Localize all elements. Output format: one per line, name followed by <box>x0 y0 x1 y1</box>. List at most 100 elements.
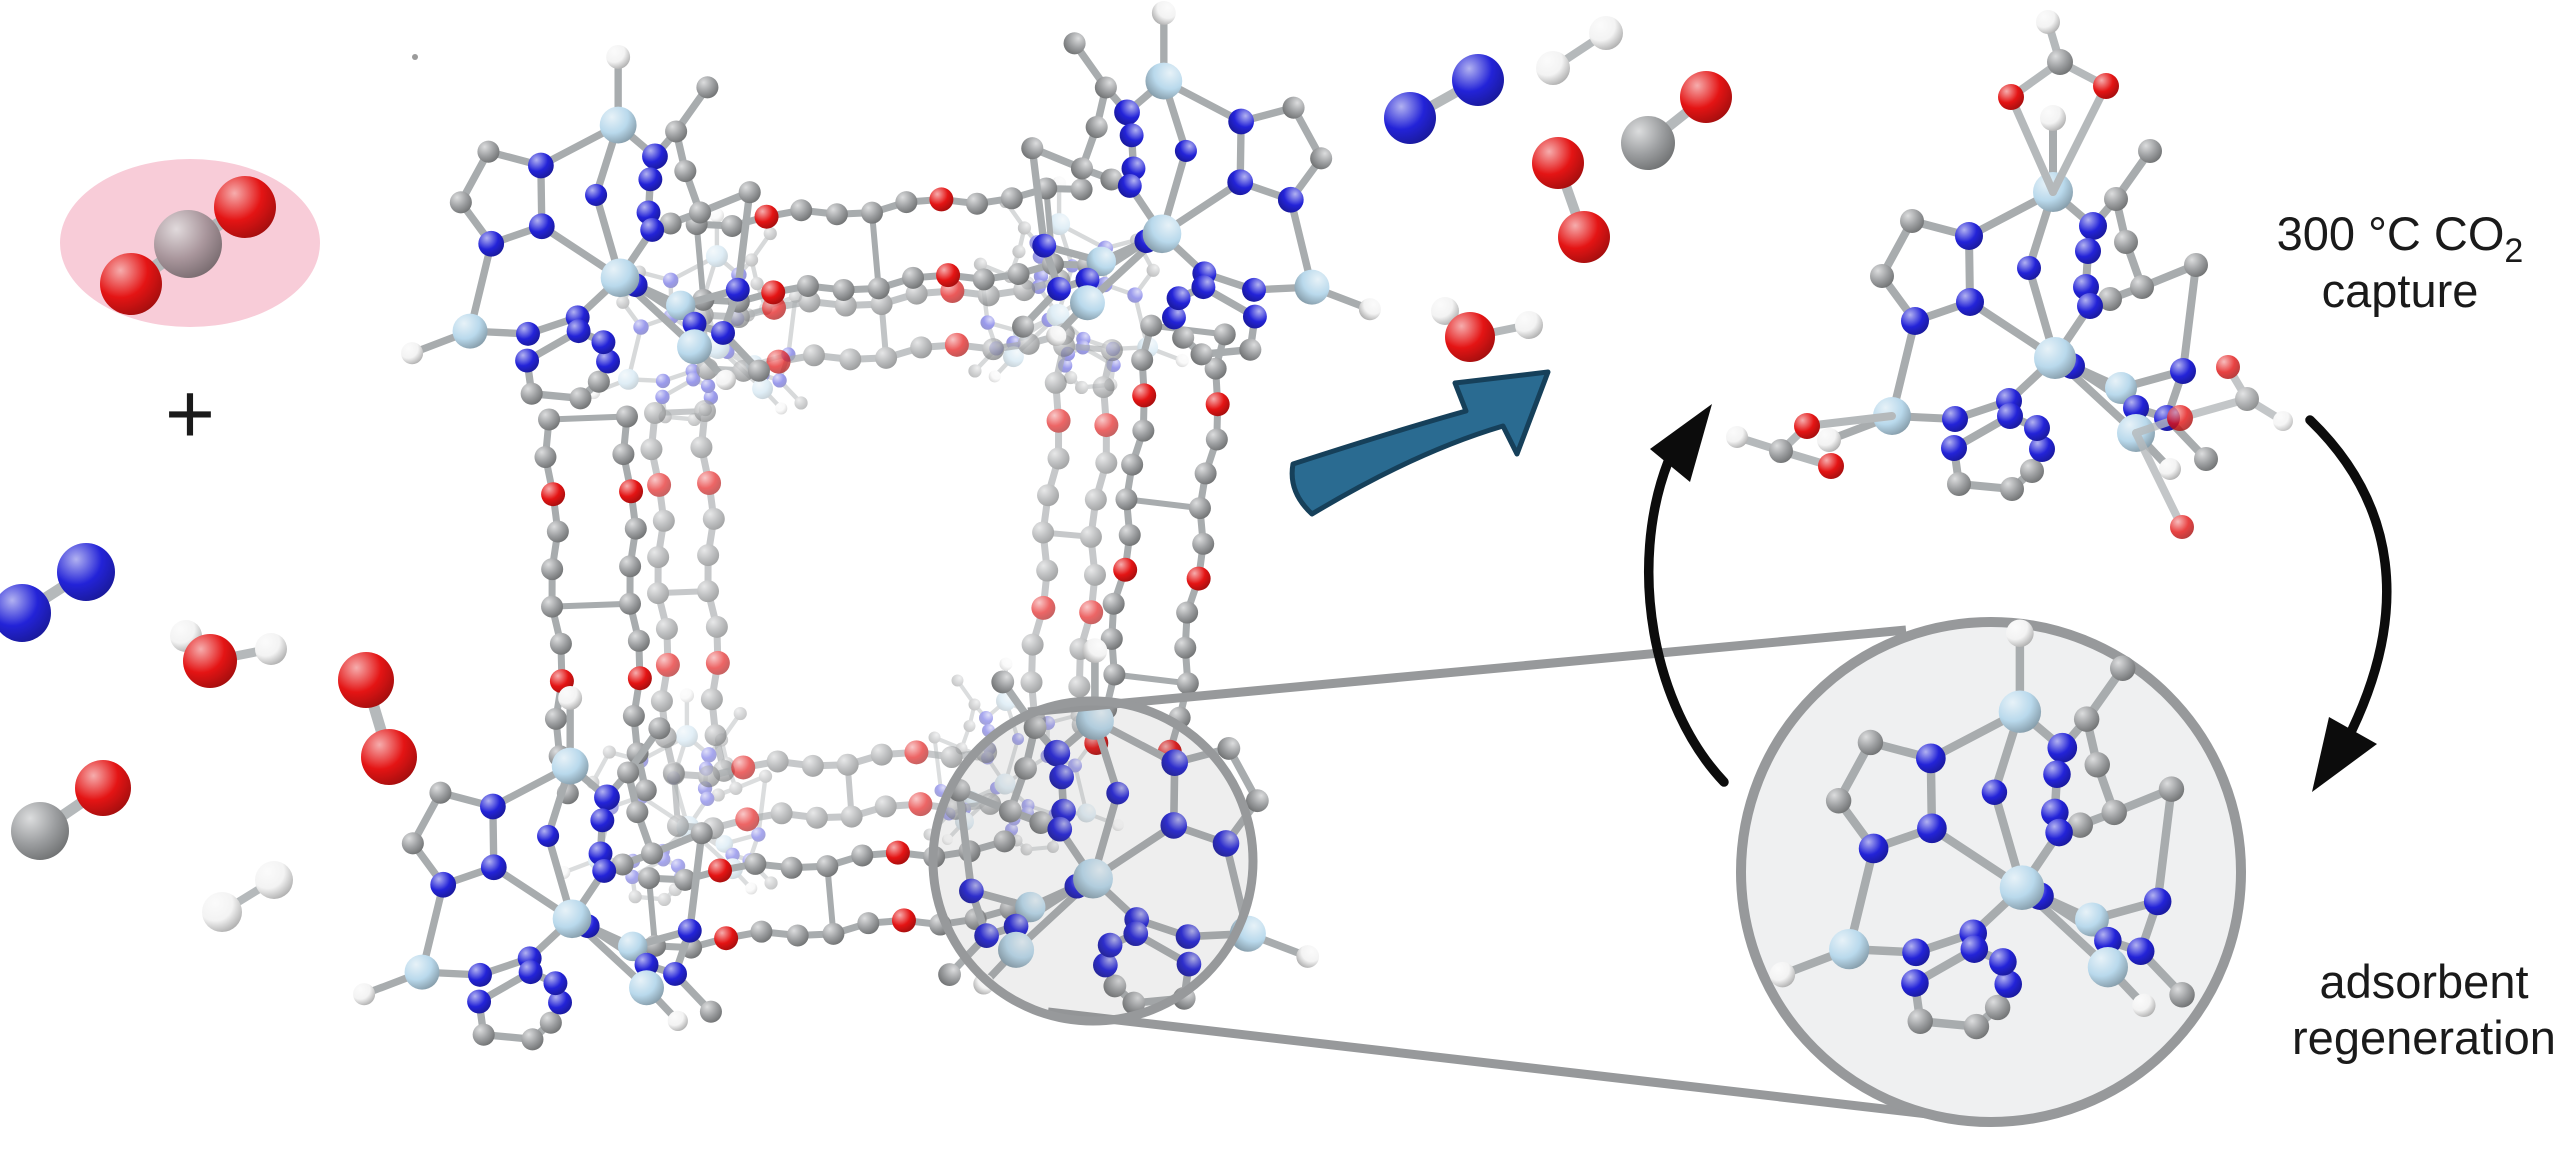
atom-c <box>1029 811 1053 834</box>
atom-n <box>1162 305 1186 330</box>
atom-c <box>587 370 610 393</box>
atom-c <box>521 1028 544 1051</box>
atom-zn <box>2087 947 2128 988</box>
atom-n <box>528 152 554 179</box>
cycle-arrow-up-icon <box>1643 404 1729 787</box>
atom-h <box>353 983 376 1006</box>
atom-zn <box>551 747 589 785</box>
atom-c <box>1070 178 1093 201</box>
atom-c <box>2020 459 2044 483</box>
co2-molecule <box>100 176 276 315</box>
atom-c <box>602 745 616 759</box>
atom-n <box>700 378 716 394</box>
formate-top <box>1998 10 2119 196</box>
atom-zn <box>1003 346 1024 368</box>
bond <box>549 600 633 610</box>
atom-c <box>1172 326 1195 349</box>
atom-c <box>1047 447 1070 470</box>
atom-c <box>2109 655 2136 681</box>
atom-c <box>763 226 777 241</box>
atom-h <box>2273 411 2293 431</box>
atom-c <box>1032 521 1055 544</box>
atom-n <box>1174 139 1197 162</box>
atom-o <box>1532 137 1584 189</box>
atom-n <box>2045 818 2073 847</box>
atom-c <box>1131 348 1154 371</box>
atom-c <box>801 754 824 777</box>
atom-c <box>895 191 918 214</box>
atom-c <box>624 517 647 540</box>
atom-c <box>839 348 862 371</box>
atom-c <box>541 595 564 618</box>
atom-n <box>1994 970 2022 998</box>
atom-c <box>520 382 543 405</box>
atom-zn <box>2034 337 2076 379</box>
atom-c <box>1023 716 1047 739</box>
bond <box>686 829 706 935</box>
atom-n <box>1049 764 1074 790</box>
atom-c <box>2194 447 2218 471</box>
atom-c <box>1070 157 1093 180</box>
atom-zn <box>452 313 488 349</box>
atom-n <box>638 167 663 192</box>
atom-c <box>786 924 809 947</box>
bond <box>2007 93 2057 196</box>
callout-line-lower <box>1047 1007 1963 1123</box>
atom-c <box>938 963 961 986</box>
atom-c <box>569 387 592 410</box>
atom-h <box>558 686 583 710</box>
atom-n <box>2126 937 2155 966</box>
atom-n <box>2024 415 2050 441</box>
atom-n <box>1277 186 1304 213</box>
atom-zn <box>1070 285 1105 321</box>
atom-c <box>2073 706 2100 732</box>
atom-n <box>725 277 750 302</box>
atom-c <box>928 731 941 744</box>
atom-n <box>596 349 620 374</box>
atom-n <box>1123 921 1149 947</box>
atom-zn <box>600 258 640 298</box>
atom-o <box>904 740 929 765</box>
atom-c <box>689 201 712 224</box>
atom-n <box>543 971 568 996</box>
atom-n <box>1175 924 1201 949</box>
atom-c <box>1963 1013 1990 1040</box>
bond <box>1111 671 1191 687</box>
atom-o <box>944 332 969 357</box>
atom-c <box>634 779 657 802</box>
atom-c <box>696 580 719 603</box>
atom-n <box>516 321 540 346</box>
atom-c <box>704 724 727 747</box>
atom-c <box>1176 672 1199 695</box>
atom-o <box>1680 71 1732 123</box>
atom-n <box>1127 287 1143 303</box>
atom-n <box>590 808 615 833</box>
n2-molecule <box>1384 54 1504 144</box>
atom-c <box>764 876 778 890</box>
atom-h <box>401 342 424 365</box>
bond <box>734 188 754 294</box>
atom-c <box>1084 488 1107 511</box>
atom-c <box>1075 380 1089 395</box>
atom-n <box>1075 267 1100 292</box>
atom-o <box>1558 211 1610 263</box>
atom-c <box>1870 264 1894 288</box>
atom-c <box>1132 419 1155 442</box>
capture-arrow-icon <box>1289 369 1551 517</box>
atom-c <box>1100 339 1123 362</box>
atom-c <box>794 396 808 410</box>
atom-c <box>861 201 884 224</box>
atom-o <box>647 472 672 497</box>
atom-zn <box>599 106 637 144</box>
h2-molecule <box>202 861 293 932</box>
atom-c <box>1984 994 2011 1021</box>
atom-h <box>1112 819 1124 831</box>
atom-n <box>1956 288 1984 316</box>
atom-n <box>1097 932 1123 958</box>
atom-c <box>617 761 640 784</box>
atom-c <box>647 582 670 605</box>
atom-c <box>429 781 452 804</box>
atom-c <box>1021 137 1044 160</box>
atom-c <box>2084 752 2110 778</box>
atom-c <box>1021 633 1044 656</box>
